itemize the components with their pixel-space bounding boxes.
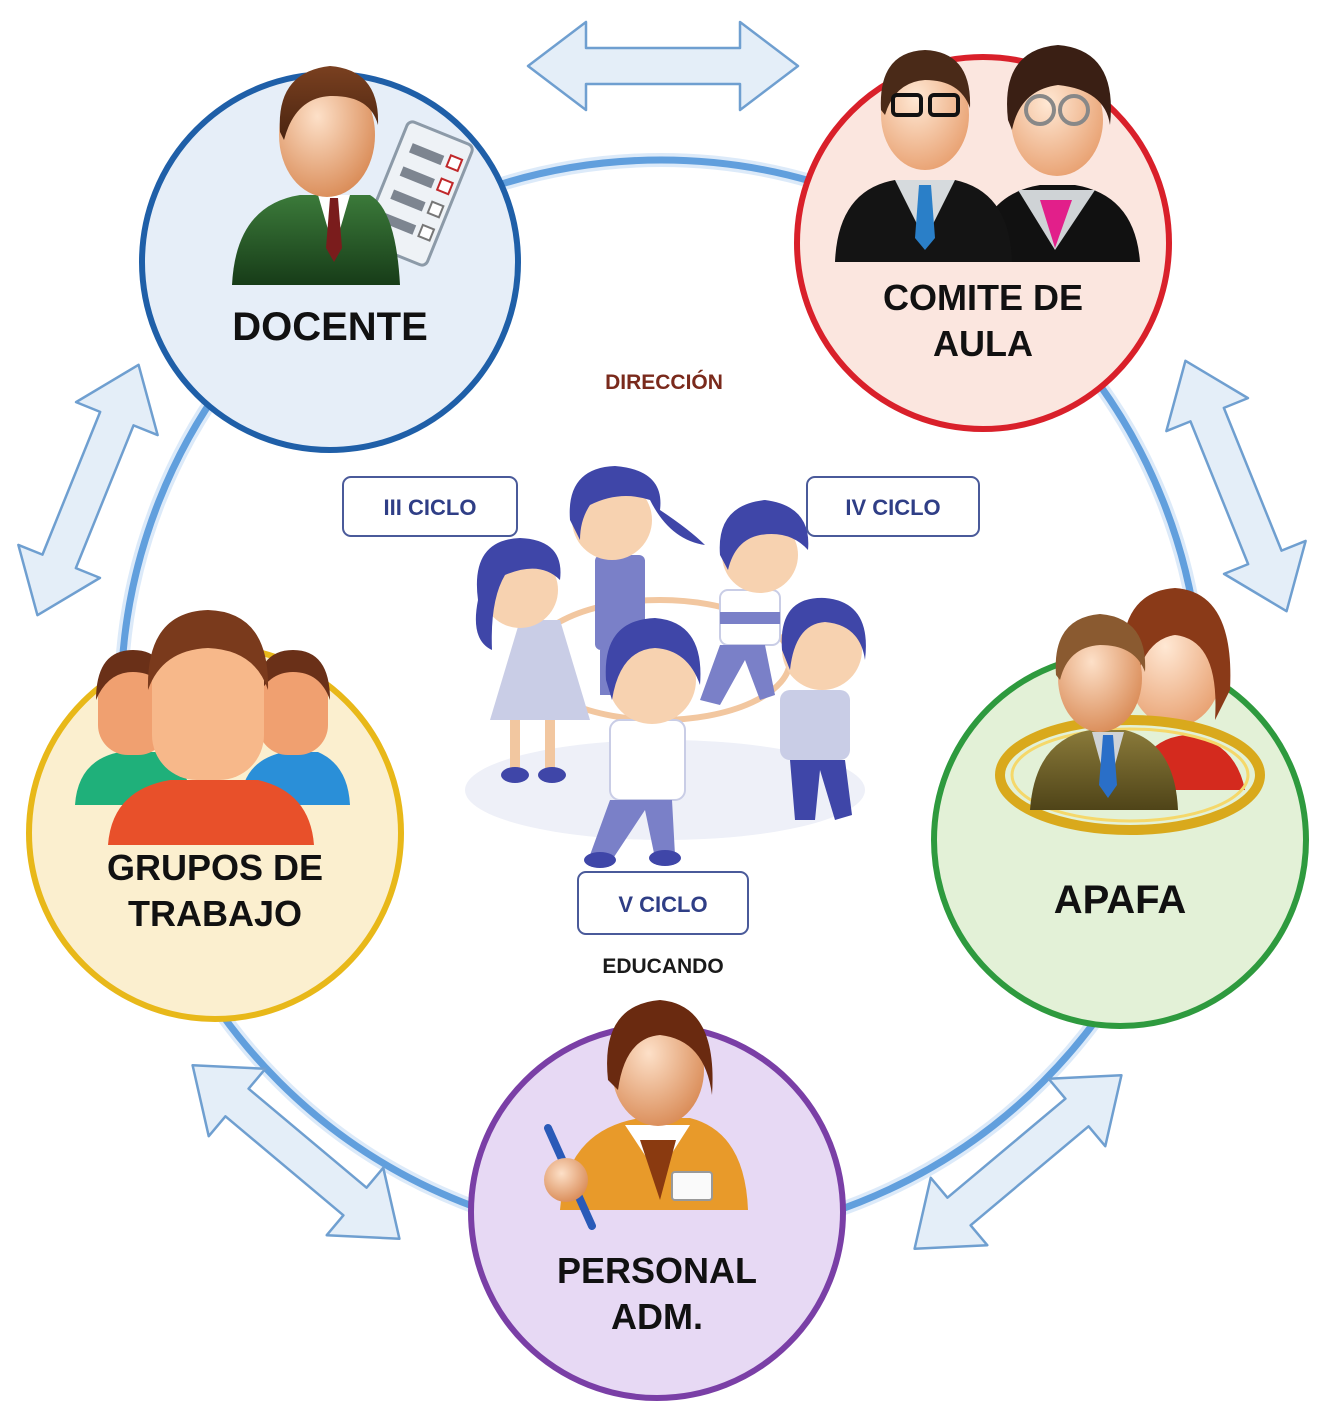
node-docente: DOCENTE bbox=[139, 66, 521, 453]
cycle-iv-label: IV CICLO bbox=[845, 495, 940, 520]
node-apafa: APAFA bbox=[931, 588, 1309, 1029]
cycle-box-iii: III CICLO bbox=[342, 476, 518, 537]
arrow-docente-comite bbox=[526, 20, 800, 112]
arrow-personal-grupos bbox=[191, 1063, 401, 1241]
node-grupos-label-line: TRABAJO bbox=[128, 893, 302, 934]
educando-label: EDUCANDO bbox=[602, 955, 723, 978]
group-icon bbox=[75, 610, 350, 845]
staff-icon bbox=[544, 1000, 748, 1230]
node-apafa-label-line: APAFA bbox=[1054, 878, 1187, 922]
node-personal-label-line: ADM. bbox=[611, 1296, 703, 1337]
children-circle-icon bbox=[465, 466, 866, 868]
node-docente-label-line: DOCENTE bbox=[232, 305, 428, 349]
arrow-comite-apafa bbox=[1165, 359, 1307, 613]
node-comite-label-line: COMITE DE bbox=[883, 277, 1083, 318]
direccion-label: DIRECCIÓN bbox=[605, 370, 723, 394]
node-personal: PERSONAL ADM. bbox=[468, 1000, 846, 1401]
cycle-box-v: V CICLO bbox=[577, 871, 749, 935]
cycle-iii-label: III CICLO bbox=[384, 495, 477, 520]
node-comite: COMITE DE AULA bbox=[794, 45, 1172, 432]
node-grupos: GRUPOS DE TRABAJO bbox=[26, 610, 404, 1022]
node-grupos-label-line: GRUPOS DE bbox=[107, 847, 323, 888]
node-comite-label-line: AULA bbox=[933, 323, 1033, 364]
teacher-icon bbox=[232, 66, 474, 285]
node-grupos-label: GRUPOS DE TRABAJO bbox=[107, 847, 323, 934]
node-apafa-label: APAFA bbox=[1054, 878, 1187, 922]
couple-icon bbox=[835, 45, 1140, 262]
node-personal-label-line: PERSONAL bbox=[557, 1250, 757, 1291]
arrow-grupos-docente bbox=[17, 363, 159, 617]
node-personal-label: PERSONAL ADM. bbox=[557, 1250, 757, 1337]
arrow-apafa-personal bbox=[913, 1073, 1123, 1251]
node-docente-label: DOCENTE bbox=[232, 305, 428, 349]
cycle-box-iv: IV CICLO bbox=[806, 476, 980, 537]
double-arrows bbox=[17, 20, 1307, 1251]
parents-icon bbox=[995, 588, 1265, 835]
cycle-v-label: V CICLO bbox=[618, 892, 707, 917]
node-comite-label: COMITE DE AULA bbox=[883, 277, 1083, 364]
